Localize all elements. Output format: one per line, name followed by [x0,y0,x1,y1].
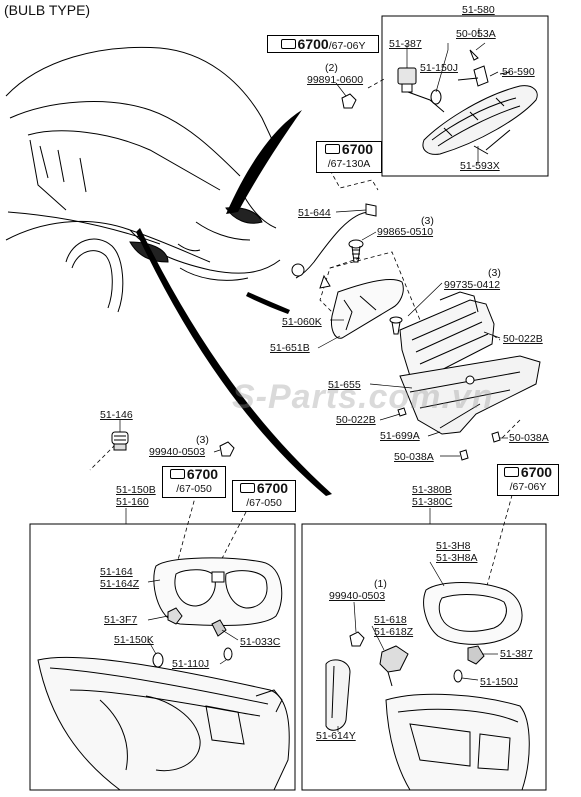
part-51-380b[interactable]: 51-380B [412,484,452,496]
part-51-164[interactable]: 51-164 [100,566,133,578]
ref-6700-67-050-right[interactable]: 6700 /67-050 [232,480,296,512]
ref-sub: /67-06Y [328,40,366,52]
leader-lines [119,28,508,732]
reference-icon [239,482,255,493]
ref-6700-67-050-left[interactable]: 6700 /67-050 [162,466,226,498]
part-51-150k[interactable]: 51-150K [114,634,154,646]
part-51-618[interactable]: 51-618 [374,614,407,626]
socket-51-618 [379,645,409,687]
car-outline [5,46,281,313]
nut-99940-right [349,631,365,647]
qty-2: (2) [325,62,338,74]
reflector-51-614y [325,659,351,731]
ref-main: 6700 [520,464,553,480]
reference-icon [280,38,296,49]
part-50-038a-left[interactable]: 50-038A [394,451,434,463]
part-51-593x[interactable]: 51-593X [460,160,500,172]
part-51-614y[interactable]: 51-614Y [316,730,356,742]
nut-99940-left [219,441,235,457]
ref-6700-67-130a[interactable]: 6700 /67-130A [316,141,382,173]
rear-garnish [399,291,541,435]
part-51-033c[interactable]: 51-033C [240,636,281,648]
ref-sub: /67-06Y [509,481,547,493]
part-99940-0503-right[interactable]: 99940-0503 [329,590,386,602]
ref-sub: /67-050 [246,497,282,509]
part-99735-0412[interactable]: 99735-0412 [444,279,501,291]
ref-main: 6700 [341,141,374,157]
part-51-110j[interactable]: 51-110J [172,658,210,670]
left-sockets [152,607,233,668]
ref-main: 6700 [186,466,219,482]
part-99865-0510[interactable]: 99865-0510 [377,226,434,238]
part-51-580[interactable]: 51-580 [462,4,495,16]
ref-6700-67-06y-top[interactable]: 6700/67-06Y [267,35,379,53]
part-50-022b-left[interactable]: 50-022B [336,414,376,426]
part-99891-0600[interactable]: 99891-0600 [307,74,364,86]
high-mount-stop-light-box [381,15,549,177]
grommet-51-146 [111,431,129,451]
part-51-387-top[interactable]: 51-387 [389,38,422,50]
part-51-380c[interactable]: 51-380C [412,496,453,508]
nut-99891 [341,93,357,109]
watermark: S-Parts.com.vn [232,378,494,416]
rear-combination-lamp [37,656,290,791]
screw-99735 [389,316,403,335]
high-mount-stop-light [397,49,538,155]
part-51-150j-top[interactable]: 51-150J [420,62,458,74]
part-51-146[interactable]: 51-146 [100,409,133,421]
inner-lamp-gasket [423,582,523,645]
reference-icon [503,466,519,477]
wire-harness [291,203,377,289]
ref-main: 6700 [297,36,329,52]
screw-99865 [348,239,364,263]
reference-icon [324,143,340,154]
part-51-150j-bottom[interactable]: 51-150J [480,676,518,688]
part-51-3f7[interactable]: 51-3F7 [104,614,138,626]
reference-icon [169,468,185,479]
part-50-053a[interactable]: 50-053A [456,28,496,40]
part-51-160[interactable]: 51-160 [116,496,149,508]
part-51-387-bottom[interactable]: 51-387 [500,648,533,660]
lamp-gasket-51-164 [153,557,283,627]
qty-1: (1) [374,578,387,590]
ref-main: 6700 [256,480,289,496]
part-51-3h8[interactable]: 51-3H8 [436,540,471,552]
swoosh-small [246,292,290,314]
part-51-699a[interactable]: 51-699A [380,430,420,442]
part-56-590[interactable]: 56-590 [502,66,535,78]
part-51-651b[interactable]: 51-651B [270,342,310,354]
part-99940-0503-left[interactable]: 99940-0503 [149,446,206,458]
part-51-3h8a[interactable]: 51-3H8A [436,552,478,564]
part-50-038a-right[interactable]: 50-038A [509,432,549,444]
swoosh-upper [226,110,302,214]
ref-sub: /67-050 [176,483,212,495]
part-51-060k[interactable]: 51-060K [282,316,322,328]
qty-3-c: (3) [196,434,209,446]
part-51-644[interactable]: 51-644 [298,207,331,219]
part-51-164z[interactable]: 51-164Z [100,578,140,590]
rear-fog-lamp [331,279,404,339]
socket-51-387-right [453,645,485,683]
clip-50-038a [397,407,501,461]
inner-rear-lamp [385,693,530,791]
part-51-655[interactable]: 51-655 [328,379,361,391]
ref-6700-67-06y-bottom[interactable]: 6700 /67-06Y [497,464,559,496]
part-51-150b[interactable]: 51-150B [116,484,156,496]
qty-3-a: (3) [421,215,434,227]
part-51-618z[interactable]: 51-618Z [374,626,414,638]
diagram-header: (BULB TYPE) [4,2,91,18]
part-50-022b-right[interactable]: 50-022B [503,333,543,345]
ref-sub: /67-130A [327,158,371,170]
qty-3-b: (3) [488,267,501,279]
